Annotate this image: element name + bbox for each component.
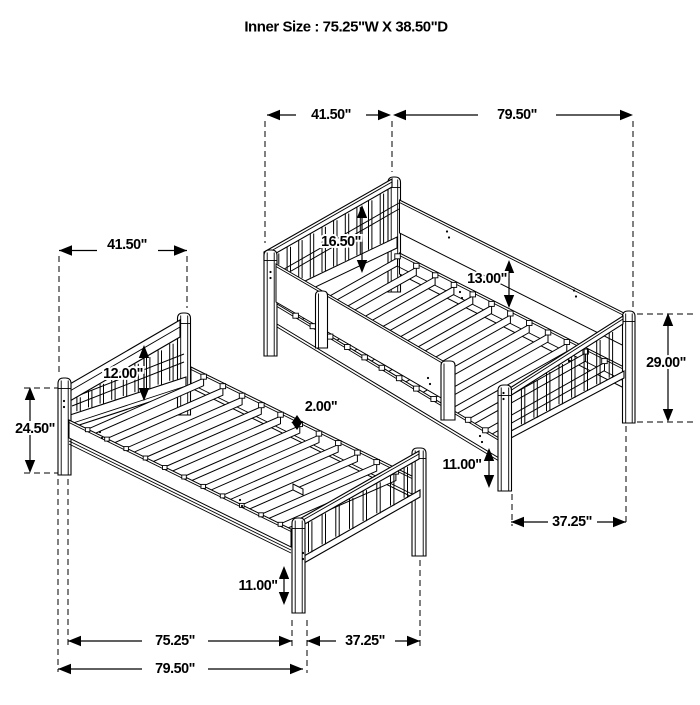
svg-text:2.00": 2.00" bbox=[305, 399, 337, 415]
svg-text:75.25": 75.25" bbox=[155, 633, 195, 649]
svg-text:37.25": 37.25" bbox=[552, 514, 592, 530]
svg-text:11.00": 11.00" bbox=[238, 578, 277, 594]
svg-text:16.50": 16.50" bbox=[321, 234, 361, 250]
svg-text:24.50": 24.50" bbox=[15, 421, 55, 437]
svg-text:Inner Size : 75.25"W X 38.50": Inner Size : 75.25"W X 38.50"D bbox=[244, 19, 448, 36]
svg-text:12.00": 12.00" bbox=[103, 366, 143, 382]
svg-text:79.50": 79.50" bbox=[155, 661, 195, 677]
svg-text:41.50": 41.50" bbox=[107, 237, 147, 253]
svg-text:11.00": 11.00" bbox=[442, 457, 481, 473]
svg-text:13.00": 13.00" bbox=[467, 271, 507, 287]
svg-text:29.00": 29.00" bbox=[646, 355, 686, 371]
svg-text:41.50": 41.50" bbox=[311, 107, 351, 123]
svg-text:37.25": 37.25" bbox=[345, 633, 385, 649]
svg-text:79.50": 79.50" bbox=[497, 107, 537, 123]
